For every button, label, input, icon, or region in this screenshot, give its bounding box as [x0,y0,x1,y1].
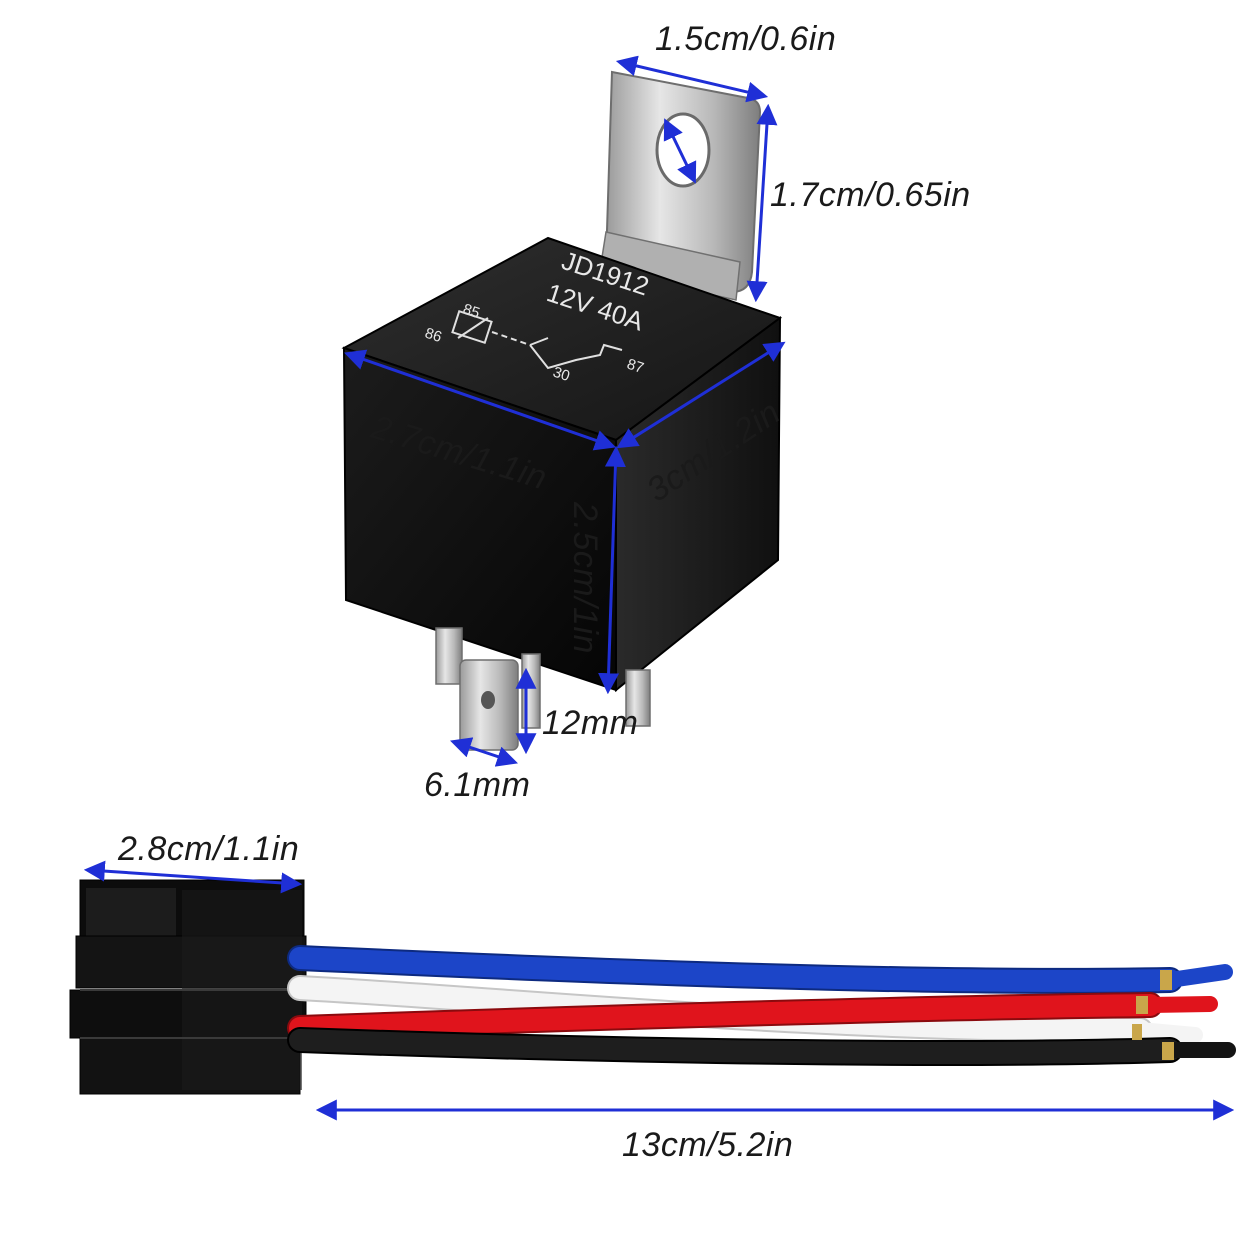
hole-arrow [663,118,697,184]
relay-height-arrow [598,445,626,695]
bracket-hole [655,112,711,188]
relay-socket [69,879,307,1095]
relay-depth-arrow [616,341,786,449]
pin-width-arrow [450,737,518,767]
socket-width-label: 2.8cm/1.1in [118,830,300,868]
relay-pin [435,627,463,685]
bracket-height-arrow [746,103,778,303]
pin-86-label: 86 [423,325,444,346]
bracket-height-label: 1.7cm/0.65in [770,176,971,214]
pin-length-label: 12mm [542,704,639,742]
relay-height-label: 2.5cm/1in [566,502,604,654]
relay-schematic-symbol [451,310,623,370]
harness-length-label: 13cm/5.2in [622,1126,794,1164]
relay-pin [625,669,651,727]
pin-width-label: 6.1mm [424,766,531,804]
bracket-width-label: 1.5cm/0.6in [655,20,837,58]
bracket-width-arrow [615,55,769,103]
relay-width-arrow [344,349,616,451]
pin-hole [481,691,495,709]
dimension-lines [83,55,1235,1121]
socket-width-arrow [83,860,303,894]
wire-harness [287,945,1236,1066]
